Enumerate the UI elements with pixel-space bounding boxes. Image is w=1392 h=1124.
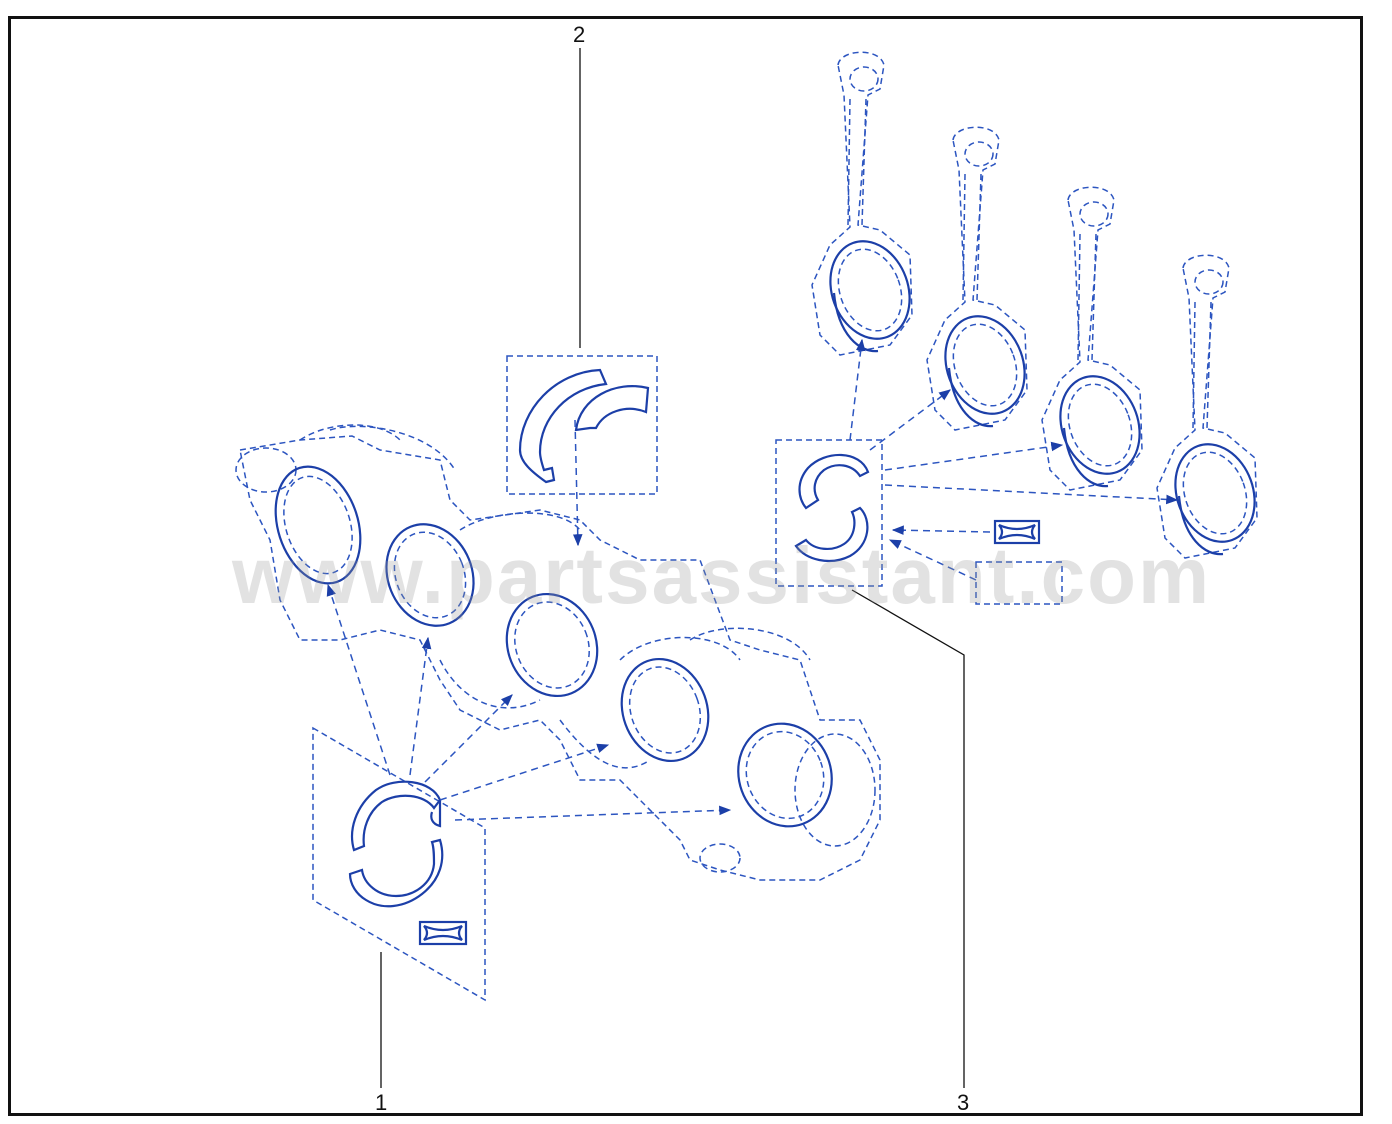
conrod-bearing-shell-upper xyxy=(798,453,870,510)
main-journal-2 xyxy=(385,523,475,627)
conrod-bearing-group xyxy=(775,439,1063,605)
main-journal-4 xyxy=(620,657,710,763)
oversize-symbol-3 xyxy=(993,519,1041,545)
thrust-washer-group xyxy=(506,355,658,547)
assembly-arrows-1 xyxy=(326,583,732,821)
leader-lines xyxy=(380,48,965,1088)
main-journal-3 xyxy=(505,592,599,698)
crankshaft xyxy=(235,424,881,881)
thrust-washer-right xyxy=(574,385,650,432)
main-bearing-shell-upper xyxy=(350,780,442,852)
main-journal-1 xyxy=(274,465,362,585)
drawing-frame xyxy=(8,16,1363,1116)
leader-line-3 xyxy=(851,589,965,1088)
connecting-rod-1 xyxy=(811,51,913,356)
connecting-rod-3 xyxy=(1041,186,1143,491)
connecting-rod-2 xyxy=(926,126,1028,431)
callout-1: 1 xyxy=(375,1090,388,1115)
oversize-symbol-1 xyxy=(418,920,468,946)
assembly-arrows-3 xyxy=(849,338,1179,581)
callout-2: 2 xyxy=(573,22,586,47)
main-bearing-shell-lower xyxy=(348,838,444,908)
connecting-rod-4 xyxy=(1156,254,1258,559)
thrust-washer-left xyxy=(518,368,608,484)
callout-3: 3 xyxy=(957,1090,970,1115)
conrod-bearing-shell-lower xyxy=(794,506,869,563)
main-journal-5 xyxy=(737,722,833,828)
main-bearing-group xyxy=(312,726,486,1002)
